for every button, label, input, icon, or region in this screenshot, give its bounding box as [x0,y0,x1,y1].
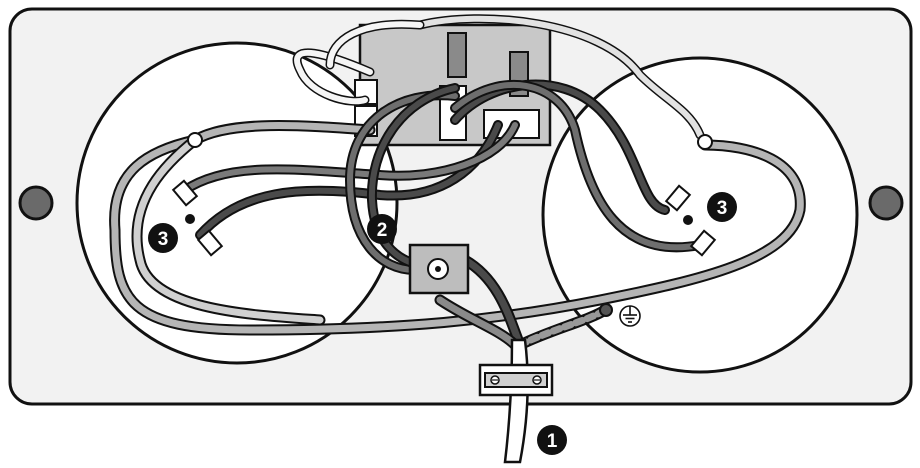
mounting-hole-right [868,185,904,221]
svg-text:1: 1 [547,431,558,452]
svg-text:3: 3 [158,229,169,250]
mounting-hole-left [18,185,54,221]
eyelet-right [697,134,713,150]
lamp-connector-right-bottom [689,229,717,257]
wire-white-loop [292,14,705,140]
wire-dark-grey [180,79,705,275]
board-component-a [447,32,467,78]
junction-box [408,243,470,295]
screw-icon [490,375,500,385]
lamp-pin-right [683,215,693,225]
lamp-connector-left-bottom [196,229,224,257]
wire-supply-bundle [434,254,611,351]
callout-1: 1 [537,425,567,455]
callout-3-left: 3 [148,223,178,253]
lamp-connector-right-top [664,184,692,212]
eyelet-left [187,132,203,148]
svg-text:3: 3 [717,198,728,219]
screw-icon [532,375,542,385]
ground-screw [599,303,613,317]
callout-2: 2 [367,214,397,244]
lamp-connector-left-top [171,179,199,207]
lamp-pin-left [185,214,195,224]
cable-clamp [478,363,554,397]
callout-3-right: 3 [707,192,737,222]
svg-text:2: 2 [377,220,388,241]
ground-symbol-icon [619,305,641,327]
